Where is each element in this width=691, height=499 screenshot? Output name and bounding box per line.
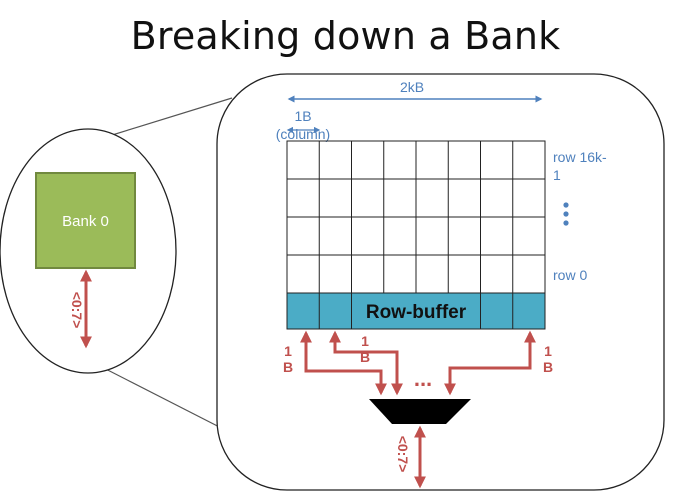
bank-bus-label: <0:7> (69, 292, 85, 329)
page-title: Breaking down a Bank (130, 14, 561, 58)
byte-label-left-2: B (283, 359, 293, 375)
zoom-line-bottom (91, 361, 238, 437)
row-buffer-dividers (318, 293, 514, 329)
row-top-label-line1: row 16k- (553, 149, 607, 165)
bank-box (35, 172, 136, 269)
byte-path-right (444, 330, 536, 396)
byte-path-mid (329, 330, 403, 396)
row-buffer-label: Row-buffer (366, 302, 467, 323)
byte-label-left-1: 1 (284, 343, 292, 359)
mux-shape (369, 399, 471, 424)
byte-label-mid-1: 1 (361, 333, 369, 349)
byte-label-mid-2: B (360, 349, 370, 365)
zoom-line-top (95, 97, 233, 141)
row-bottom-label: row 0 (553, 267, 587, 283)
mux-dots: ... (414, 366, 432, 391)
column-label-line1: 1B (294, 108, 311, 124)
cell-grid (286, 140, 546, 294)
row-top-label-line2: 1 (553, 167, 561, 183)
bank-label: Bank 0 (62, 213, 109, 230)
byte-label-right-2: B (543, 359, 553, 375)
width-label: 2kB (400, 79, 424, 95)
column-label-line2: (column) (276, 126, 330, 142)
vertical-ellipsis-icon (563, 202, 569, 226)
row-buffer (286, 292, 546, 330)
output-bus-label: <0:7> (395, 436, 411, 473)
byte-label-right-1: 1 (544, 343, 552, 359)
